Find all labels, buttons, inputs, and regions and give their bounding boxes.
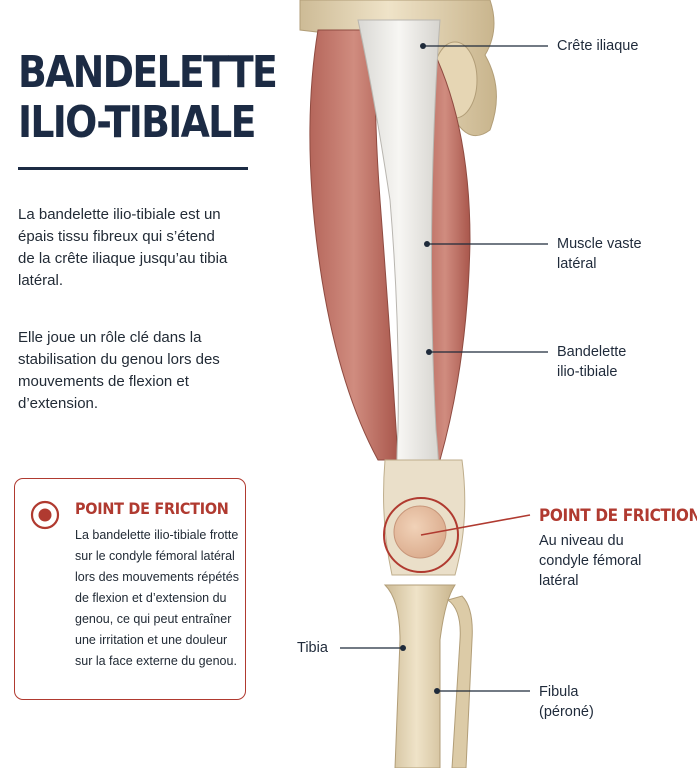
leader-crete <box>420 43 548 49</box>
friction-callout-box: POINT DE FRICTION La bandelette ilio-tib… <box>14 478 246 700</box>
leader-vaste <box>424 241 548 247</box>
label-fibula: Fibula (péroné) <box>539 684 594 720</box>
label-muscle-vaste-lateral: Muscle vaste latéral <box>557 236 642 272</box>
friction-ring <box>383 497 459 573</box>
intro-paragraph-2: Elle joue un rôle clé dans la stabilisat… <box>18 329 220 412</box>
callout-text: La bandelette ilio-tibiale frotte sur le… <box>75 528 239 668</box>
lateral-condyle <box>393 505 447 559</box>
target-icon <box>30 500 60 530</box>
label-crete-iliaque: Crête iliaque <box>557 38 639 54</box>
title-line-2: ILIO-TIBIALE <box>18 97 256 148</box>
fibula-bone <box>446 595 473 768</box>
label-bandelette-ilio-tibiale: Bandelette ilio-tibiale <box>557 344 627 380</box>
leader-tibia <box>340 645 406 651</box>
label-friction-detail: Au niveau du condyle fémoral latéral <box>539 533 642 589</box>
title-divider <box>18 167 248 170</box>
intro-paragraph-1: La bandelette ilio-tibiale est un épais … <box>18 206 228 289</box>
leader-friction <box>420 514 531 536</box>
label-friction-title: POINT DE FRICTION <box>539 506 697 526</box>
leader-bandelette <box>426 349 548 355</box>
callout-title: POINT DE FRICTION <box>75 499 229 518</box>
tibia-bone <box>383 584 456 768</box>
leader-fibula <box>434 688 530 694</box>
label-tibia: Tibia <box>297 640 328 656</box>
